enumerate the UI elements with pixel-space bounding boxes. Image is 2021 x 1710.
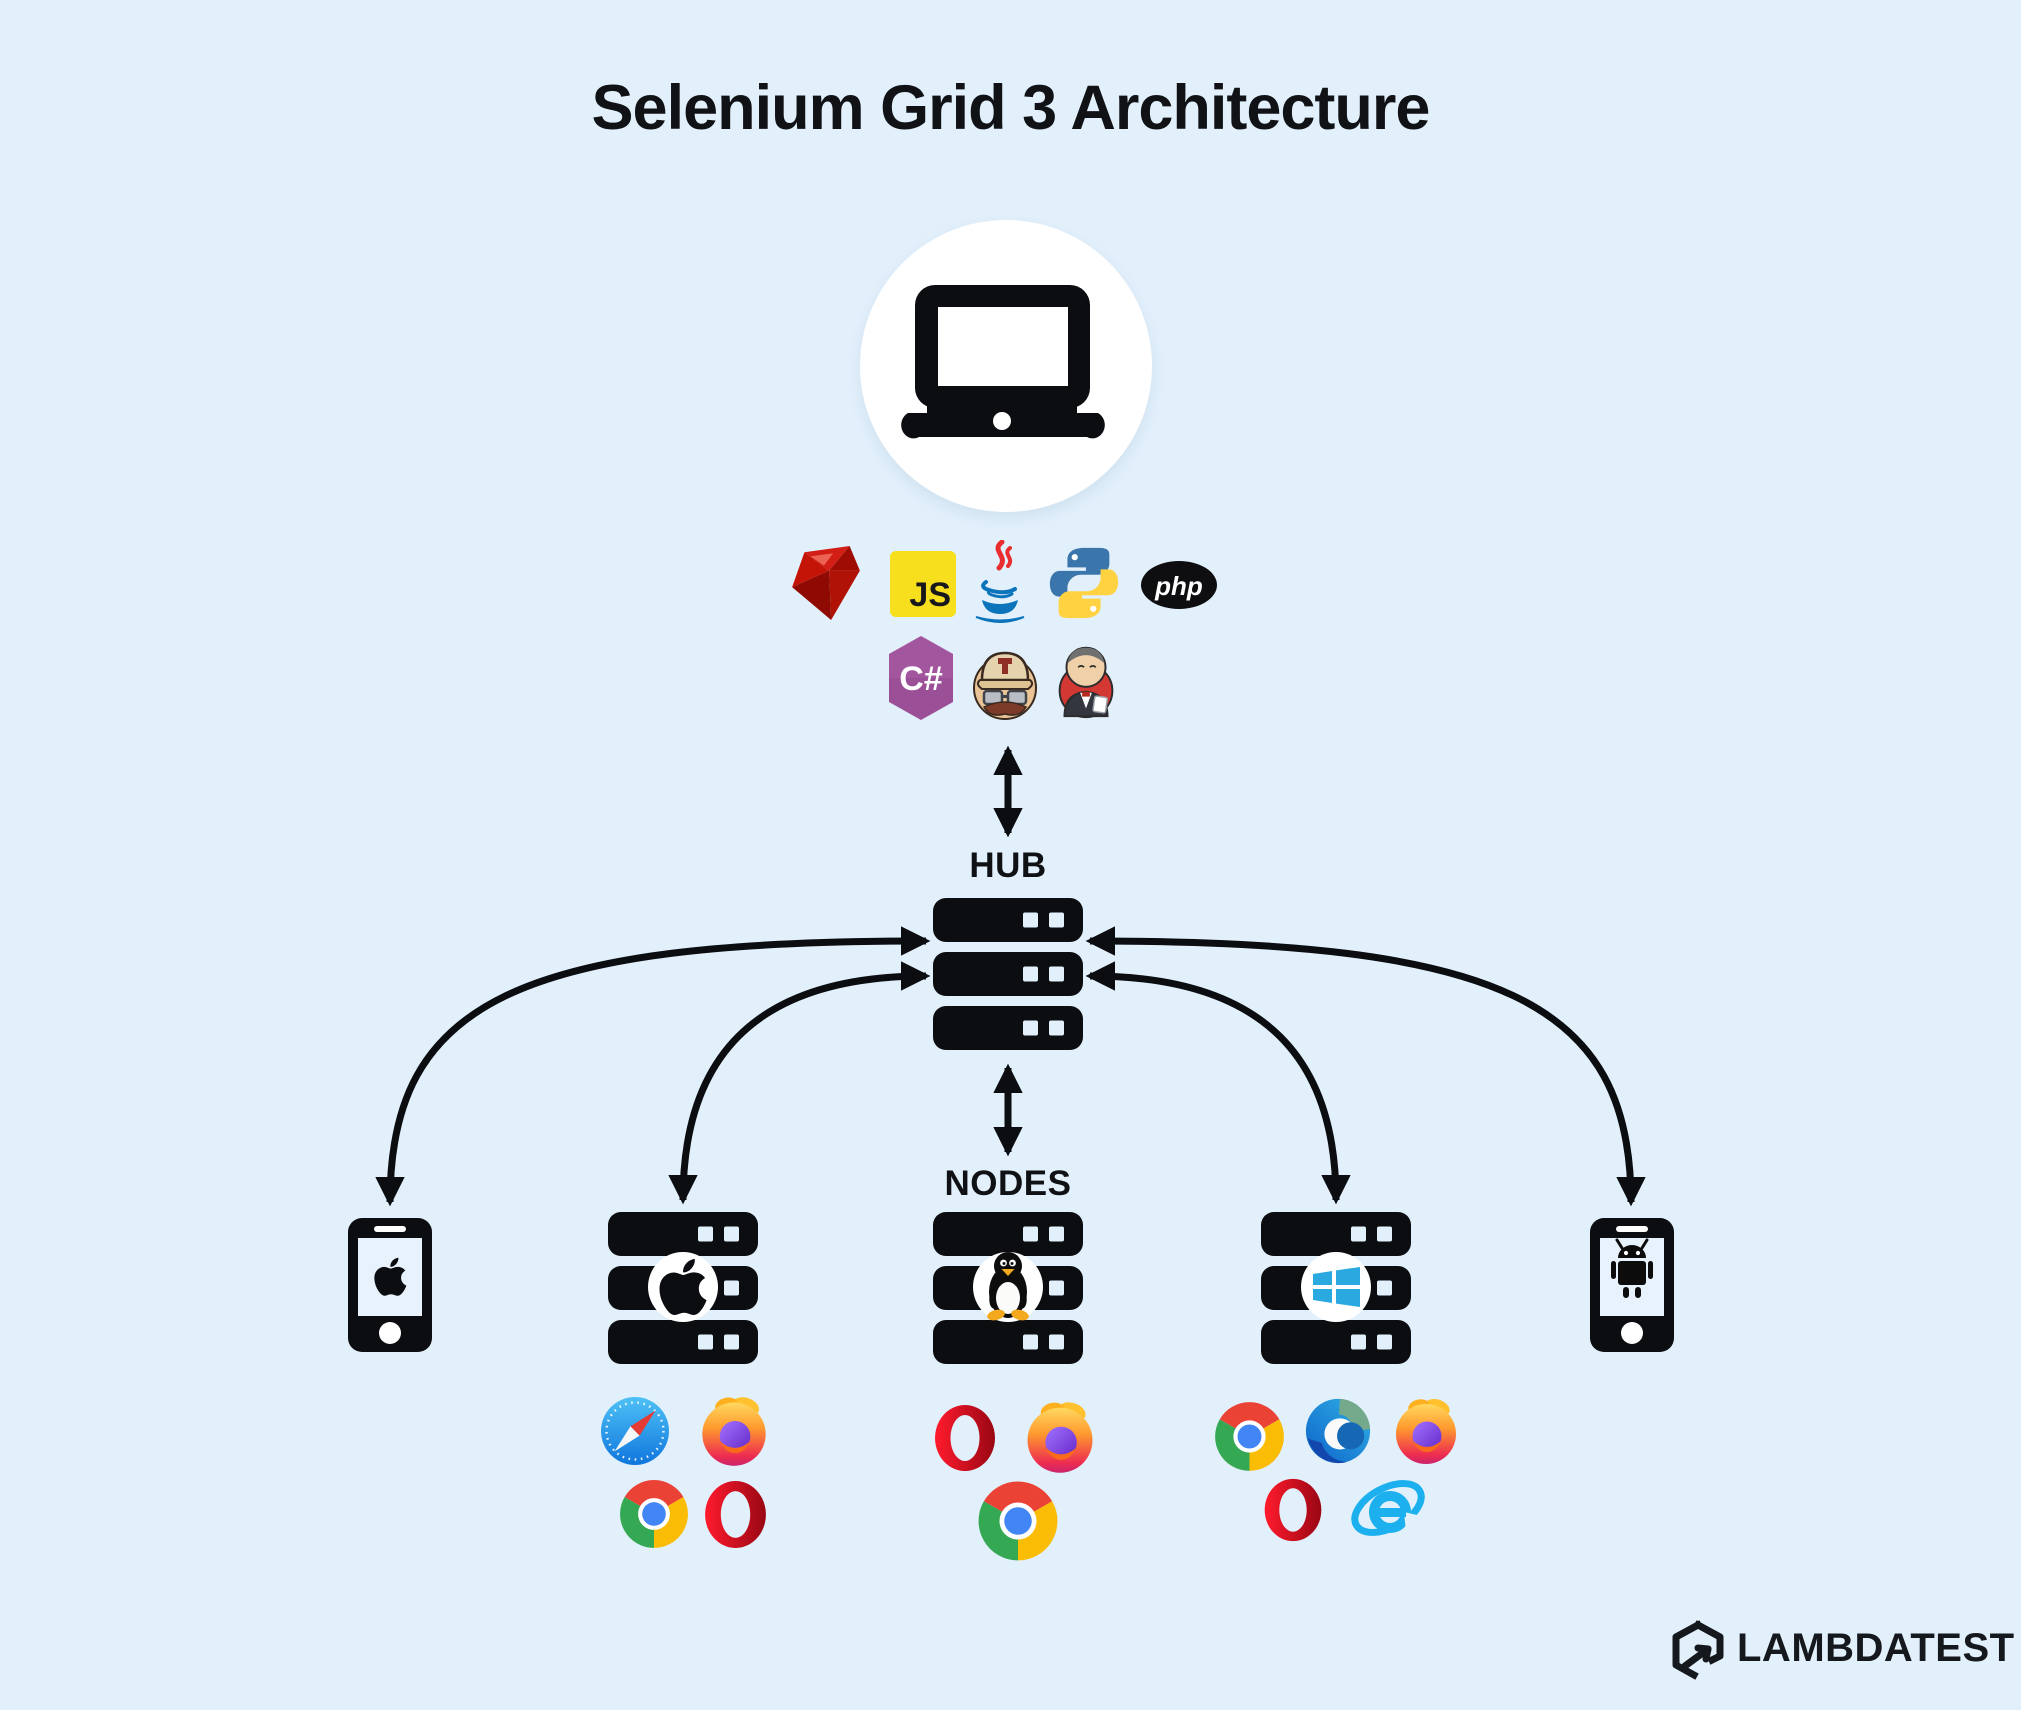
internet-explorer-icon: [1351, 1480, 1430, 1536]
java-icon: [975, 540, 1025, 623]
ruby-icon: [792, 546, 860, 620]
tux-logo: [987, 1252, 1029, 1321]
travisci-icon: [973, 651, 1037, 720]
apple-logo: [659, 1259, 707, 1315]
firefox-icon: [1396, 1398, 1456, 1464]
hub-label: HUB: [969, 846, 1047, 885]
chrome-icon: [978, 1481, 1058, 1561]
linux-node-icon: [933, 1212, 1083, 1364]
php-icon: php: [1141, 561, 1217, 609]
page-title: Selenium Grid 3 Architecture: [591, 73, 1431, 143]
edge-icon: [1305, 1398, 1371, 1464]
brand-wordmark: LAMBDATEST: [1737, 1626, 2015, 1670]
hub-server-icon: [933, 898, 1083, 1050]
csharp-label: C#: [899, 660, 943, 698]
chrome-icon: [1215, 1402, 1284, 1471]
laptop-icon: [901, 285, 1105, 439]
os-badge: [1301, 1252, 1371, 1322]
javascript-icon: JS: [890, 551, 956, 617]
opera-icon: [935, 1405, 996, 1471]
firefox-icon: [702, 1397, 766, 1466]
android-logo: [1611, 1238, 1653, 1298]
arrow-hub-mac: [668, 961, 931, 1205]
python-icon: [1049, 547, 1119, 619]
chrome-icon: [620, 1480, 688, 1548]
firefox-icon: [1027, 1402, 1093, 1473]
nodes-label: NODES: [944, 1164, 1072, 1203]
opera-icon: [705, 1481, 766, 1548]
lambdatest-logo-icon: [1672, 1620, 1724, 1680]
arrow-hub-iphone: [375, 926, 931, 1207]
javascript-label: JS: [909, 576, 951, 614]
mac-node-icon: [608, 1212, 758, 1364]
opera-icon: [1264, 1478, 1322, 1542]
apple-logo: [374, 1257, 407, 1296]
iphone-node-icon: [348, 1218, 432, 1352]
csharp-icon: C#: [889, 636, 953, 720]
windows-node-icon: [1261, 1212, 1411, 1364]
jenkins-icon: [1058, 646, 1114, 719]
windows-logo: [1313, 1267, 1360, 1307]
arrow-hub-android: [1085, 926, 1646, 1207]
safari-icon: [601, 1397, 669, 1465]
android-node-icon: [1590, 1218, 1674, 1352]
php-label: php: [1154, 571, 1203, 601]
